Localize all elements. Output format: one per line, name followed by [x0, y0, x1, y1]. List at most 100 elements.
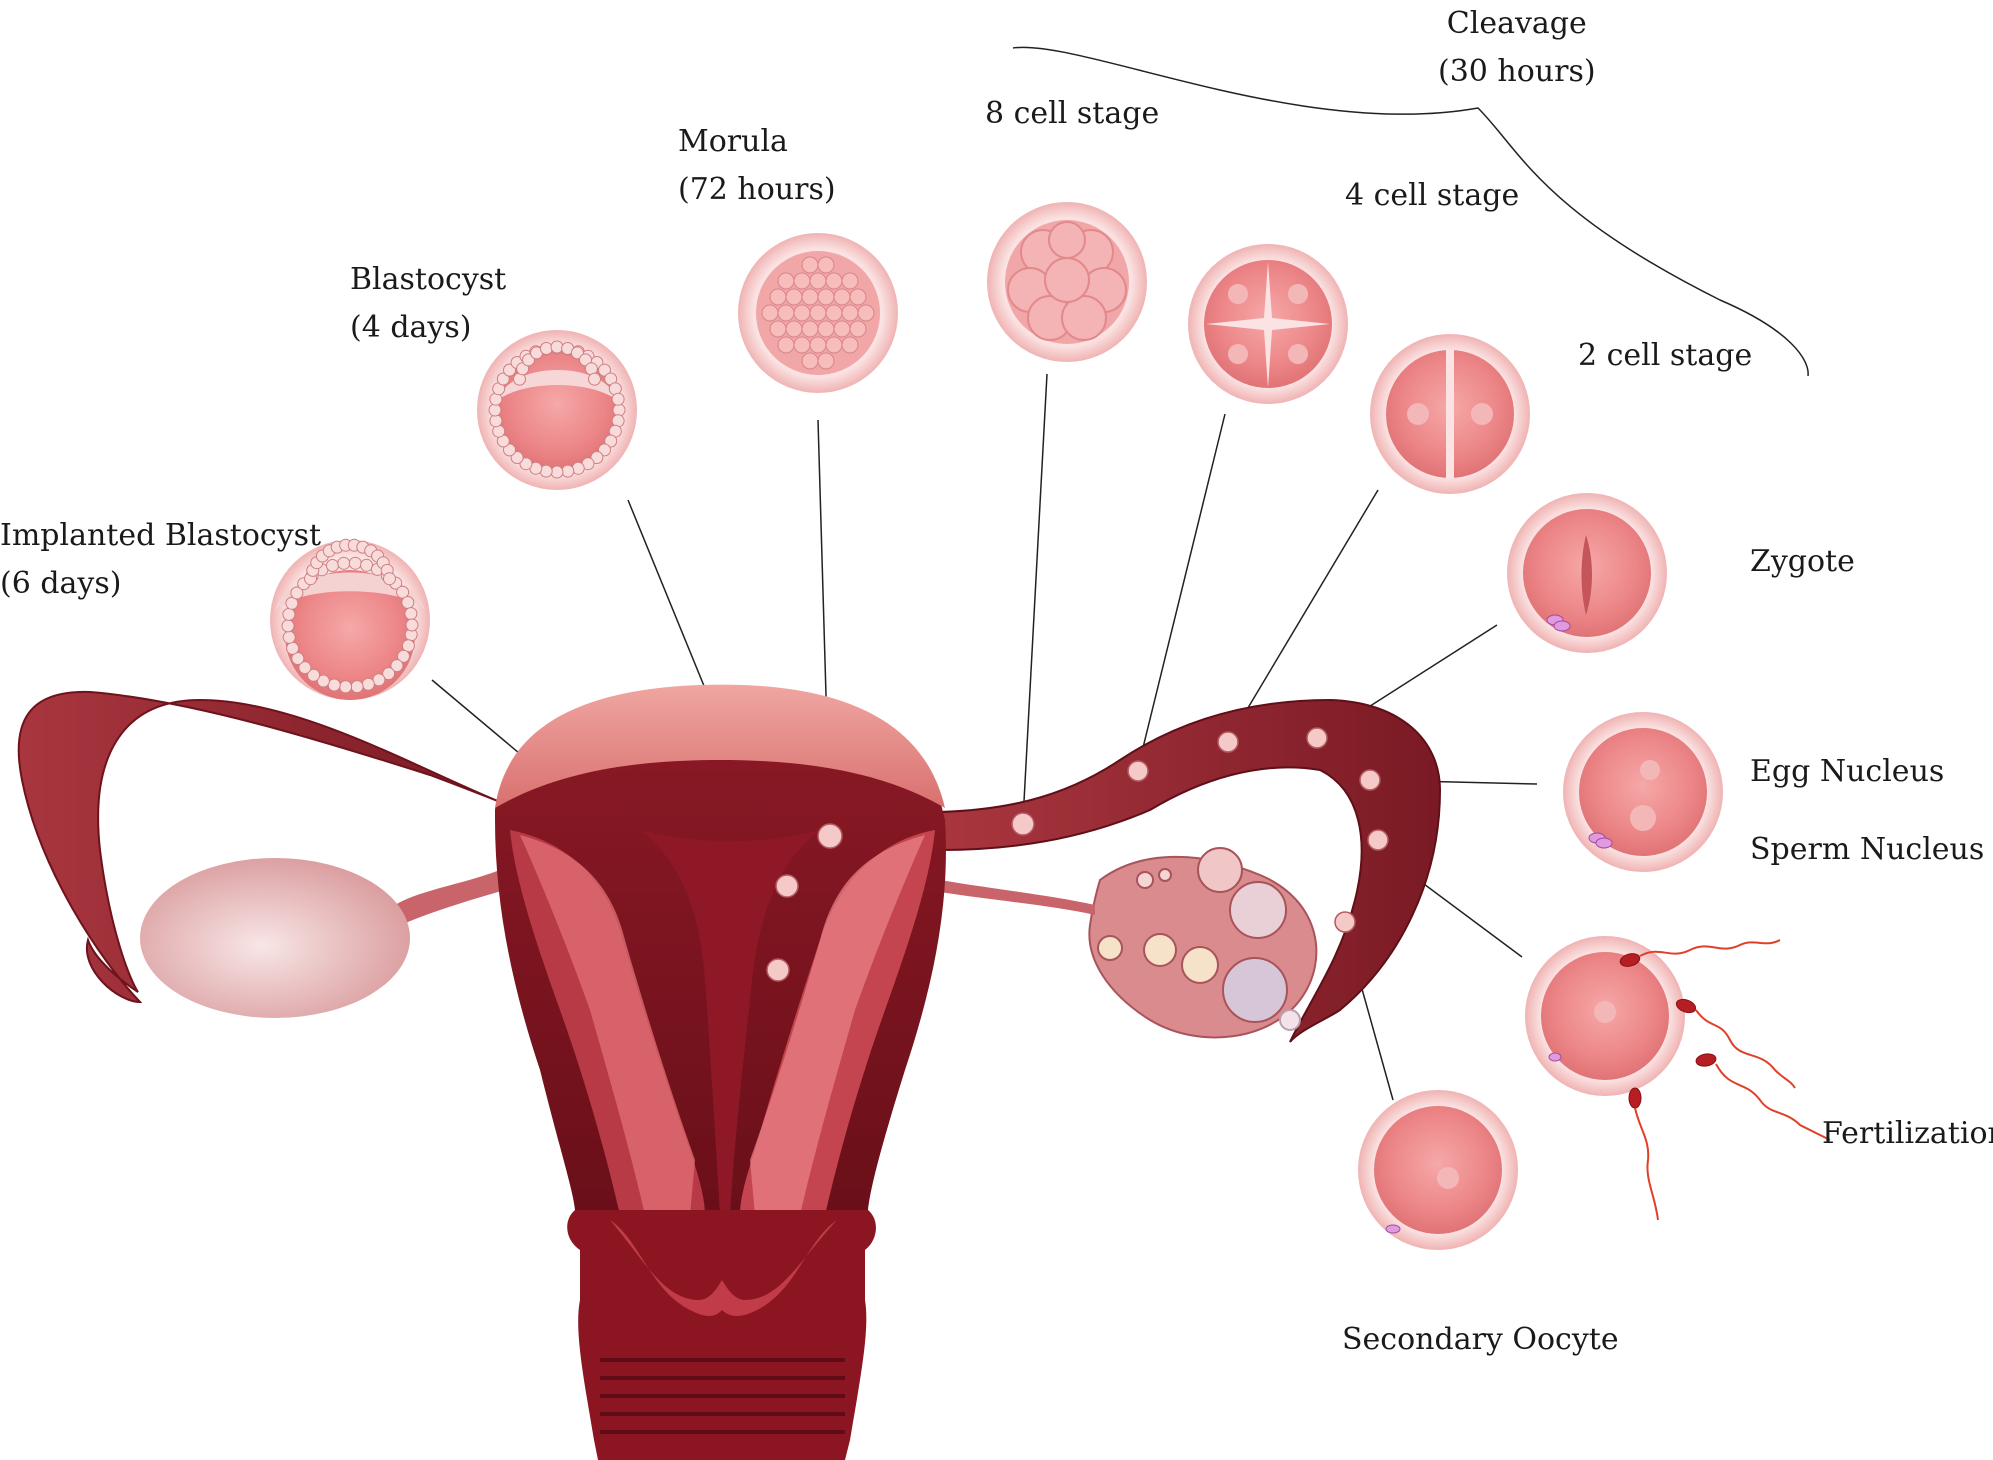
path-cell-8cell — [1011, 812, 1035, 836]
implanted-blastocyst-cell — [270, 538, 430, 700]
label-4-cell: 4 cell stage — [1345, 172, 1519, 220]
blastomere — [516, 362, 530, 376]
blastomere — [382, 667, 396, 681]
egg-nucleus — [1640, 760, 1660, 780]
follicle-2 — [1229, 881, 1287, 939]
follicle-4 — [1097, 935, 1123, 961]
blastomere — [348, 556, 362, 570]
sperm-head-2 — [1675, 998, 1697, 1014]
label-cleavage: Cleavage (30 hours) — [1438, 0, 1596, 96]
morula-blastomere — [793, 336, 811, 354]
fertilization-cell — [1525, 936, 1831, 1221]
blastomere — [282, 607, 296, 621]
uterine-cavity — [640, 830, 820, 1215]
blastomere — [550, 465, 564, 479]
morula-blastomere — [849, 320, 867, 338]
blastomere — [298, 661, 312, 675]
endometrium-right — [750, 835, 925, 1215]
right-ovarian-ligament — [940, 880, 1095, 915]
path-cell-morula — [817, 823, 843, 849]
blastocyst-cell — [477, 330, 637, 490]
follicle-1 — [1197, 847, 1243, 893]
morula-blastomere — [857, 304, 875, 322]
blastomere — [404, 607, 418, 621]
blastomere — [337, 556, 351, 570]
blastomere — [488, 403, 502, 417]
trophoblast-ring — [488, 340, 626, 479]
label-morula-time: (72 hours) — [678, 172, 836, 207]
left-ovary — [140, 858, 410, 1018]
morula-blastomere — [817, 320, 835, 338]
label-cleavage-time: (30 hours) — [1438, 54, 1596, 89]
morula-blastomere — [785, 320, 803, 338]
uterine-fundus — [495, 684, 945, 808]
sperm-head-1 — [1619, 953, 1641, 967]
blastomere — [282, 630, 296, 644]
path-cell-pronuclei — [1359, 769, 1381, 791]
label-8-cell: 8 cell stage — [985, 90, 1159, 138]
morula-blastomere — [849, 288, 867, 306]
blastomere — [350, 680, 364, 694]
blastomere — [307, 668, 321, 682]
label-secondary-oocyte-text: Secondary Oocyte — [1342, 1322, 1619, 1357]
morula-blastomere — [817, 352, 835, 370]
morula-blastomere — [825, 336, 843, 354]
label-egg-nucleus: Egg Nucleus — [1750, 748, 1944, 796]
secondary-oocyte-cell — [1358, 1090, 1518, 1250]
morula-blastomere — [817, 288, 835, 306]
label-cleavage-title: Cleavage — [1446, 6, 1587, 41]
blastomere — [510, 451, 524, 464]
path-cell-4cell — [1127, 760, 1149, 782]
morula-blastomere — [833, 288, 851, 306]
label-morula: Morula (72 hours) — [678, 118, 836, 214]
blastomere — [401, 639, 415, 653]
label-sperm-nucleus: Sperm Nucleus — [1750, 826, 1984, 874]
sperm-head-3 — [1695, 1053, 1717, 1067]
eight-blastomeres — [1007, 221, 1127, 341]
blastomere — [281, 619, 295, 633]
sperm-tails — [1634, 939, 1831, 1221]
morula-blastomere — [809, 304, 827, 322]
sperm-nucleus — [1630, 805, 1656, 831]
morula-blastomere — [777, 304, 795, 322]
morula-blastomere — [777, 336, 795, 354]
path-cell-blastocyst — [775, 874, 799, 898]
blastomere-ring — [281, 538, 419, 694]
label-blastocyst: Blastocyst (4 days) — [350, 256, 506, 352]
morula-blastomere — [825, 272, 843, 290]
leader-8cell — [1022, 373, 1048, 821]
blastomere — [612, 403, 626, 417]
cleavage-brace — [1012, 46, 1809, 377]
blastomere — [339, 680, 353, 694]
blastomere — [598, 363, 611, 377]
blastomere — [588, 372, 601, 386]
path-cell-oocyte — [1334, 911, 1356, 933]
morula-cell — [738, 233, 898, 393]
blastomere — [316, 674, 330, 688]
morula-blastomeres — [761, 256, 875, 370]
label-morula-title: Morula — [678, 124, 788, 159]
label-8-cell-text: 8 cell stage — [985, 96, 1160, 131]
label-fertilization-text: Fertilization — [1822, 1116, 1993, 1151]
blastomere — [519, 457, 533, 471]
label-blastocyst-time: (4 days) — [350, 310, 472, 345]
blastomere — [539, 342, 553, 355]
morula-blastomere — [793, 304, 811, 322]
eight-cell-stage-cell — [987, 202, 1147, 362]
follicle-8 — [1158, 868, 1172, 882]
morula-blastomere — [801, 352, 819, 370]
morula-blastomere — [777, 272, 795, 290]
path-cell-2cell — [1217, 731, 1239, 753]
ovarian-follicles — [1097, 847, 1288, 1023]
path-cell-implanted — [766, 958, 790, 982]
right-fallopian-tube — [939, 698, 1442, 1043]
morula-blastomere — [761, 304, 779, 322]
morula-blastomere — [841, 336, 859, 354]
morula-blastomere — [769, 320, 787, 338]
blastomere — [496, 372, 510, 386]
blastomere — [397, 649, 410, 663]
blastomere — [327, 678, 341, 692]
label-fertilization: Fertilization — [1822, 1110, 1993, 1158]
blastomere — [383, 572, 396, 586]
left-fallopian-tube — [17, 690, 506, 1004]
